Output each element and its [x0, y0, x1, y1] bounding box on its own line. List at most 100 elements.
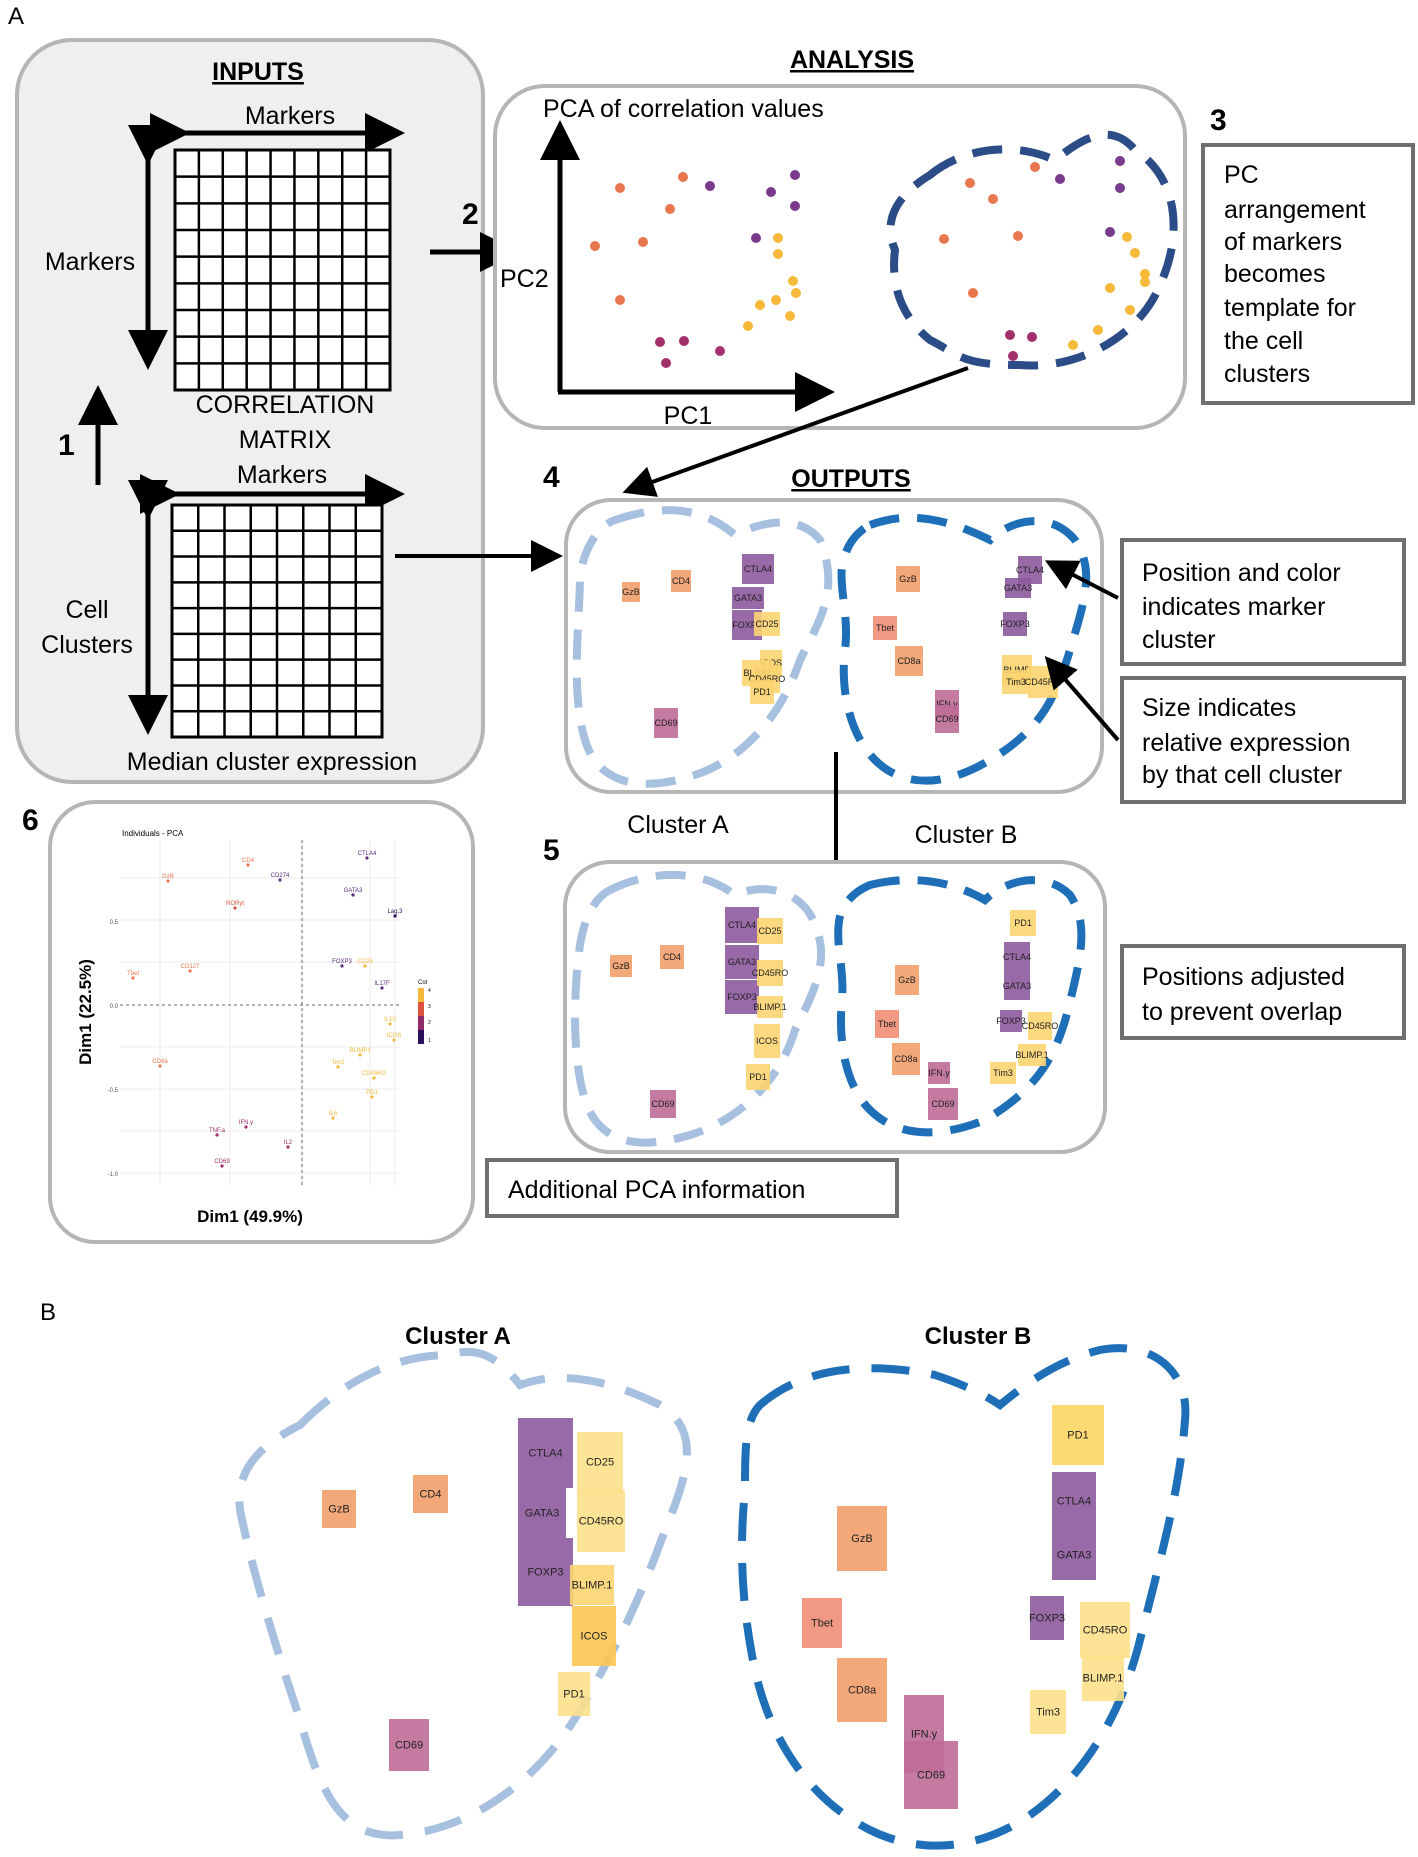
pca-plot-grid — [120, 840, 400, 1185]
step-6-number: 6 — [22, 804, 39, 837]
note-size-box — [1120, 676, 1406, 804]
correlation-matrix-grid — [173, 148, 392, 392]
outputs-cluster-a-outline — [572, 506, 833, 788]
marker-label: CTLA4 — [728, 920, 756, 930]
marker-box — [1052, 1530, 1096, 1580]
pca-plot-point-label: PD1 — [366, 1090, 378, 1096]
pca-plot-point-label: Tim3 — [331, 1060, 345, 1066]
pca-point — [665, 204, 675, 214]
outputs-panel: OUTPUTS GzBCD4CTLA4GATA3FOXP3CD25ICOSBLI… — [564, 465, 1104, 794]
pca-point — [788, 276, 798, 286]
marker-box — [558, 1672, 590, 1716]
pca-point — [771, 295, 781, 305]
pca-plot-point-label: IL17F — [374, 981, 390, 987]
marker-label: CD25 — [758, 926, 781, 936]
pca-plot-point — [166, 879, 170, 883]
marker-box — [904, 1741, 958, 1809]
pca-legend-title: Col — [418, 980, 427, 986]
marker-label: BLIMP.1 — [753, 1002, 786, 1012]
marker-label: CD4 — [663, 952, 681, 962]
marker-box — [892, 1043, 920, 1075]
note-size-line: by that cell cluster — [1142, 761, 1342, 789]
markers-top-label: Markers — [245, 102, 335, 130]
marker-box — [654, 708, 678, 738]
note-3-line: PC — [1224, 161, 1259, 189]
marker-label: CD69 — [395, 1740, 423, 1752]
note-3-line: becomes — [1224, 260, 1325, 288]
pca-plot-point — [233, 906, 237, 910]
pca-point — [1105, 283, 1115, 293]
pca-plot-point — [286, 1145, 290, 1149]
analysis-panel: ANALYSIS PCA of correlation values PC2 P… — [493, 46, 1187, 430]
pca-plot-point-label: ICOS — [387, 1033, 402, 1039]
pca-legend-gradient-mid1 — [418, 1002, 424, 1016]
pca-ytick: -1.0 — [108, 1172, 119, 1178]
marker-box — [990, 1062, 1016, 1084]
pca-point — [679, 336, 689, 346]
marker-label: Tim3 — [1006, 677, 1026, 687]
pca-point — [988, 194, 998, 204]
correlation-grid-frame — [173, 148, 392, 392]
marker-label: CD8a — [897, 656, 920, 666]
inputs-title: INPUTS — [212, 58, 304, 86]
pca-point — [1140, 269, 1150, 279]
pca-point — [1055, 174, 1065, 184]
marker-label: PD1 — [563, 1689, 584, 1701]
note-3-line: clusters — [1224, 360, 1310, 388]
marker-label: GATA3 — [728, 957, 756, 967]
pca-plot-point — [336, 1065, 340, 1069]
pca-plot-point-label: Lag.3 — [387, 909, 403, 915]
pca-plot-point — [131, 976, 135, 980]
pca-plot-point — [340, 964, 344, 968]
marker-label: CTLA4 — [1003, 952, 1031, 962]
pca-plot-point-label: IL2 — [284, 1140, 293, 1146]
marker-box — [802, 1598, 842, 1648]
pca-plot-panel: Individuals - PCA 0.5 0.0 -0.5 -1.0 GzBC… — [48, 800, 475, 1244]
marker-box — [1004, 942, 1030, 972]
analysis-title: ANALYSIS — [790, 46, 914, 74]
marker-box — [754, 612, 780, 636]
pca-point — [1140, 277, 1150, 287]
pca-plot-point — [365, 856, 369, 860]
pca-point — [1005, 330, 1015, 340]
marker-label: CD4 — [419, 1489, 441, 1501]
note-3-line: arrangement — [1224, 196, 1366, 224]
pca-plot-point — [158, 1064, 162, 1068]
marker-label: GATA3 — [1003, 981, 1031, 991]
marker-box — [928, 1088, 958, 1120]
pca-cluster-outline — [886, 130, 1178, 370]
note-position-arrow — [1044, 560, 1119, 600]
marker-label: CTLA4 — [1057, 1496, 1091, 1508]
pca-legend-tick: 3 — [428, 1004, 431, 1010]
pca-point — [1068, 340, 1078, 350]
step-2-number: 2 — [462, 198, 479, 231]
note-adjust-line: Positions adjusted — [1142, 963, 1345, 991]
marker-box — [837, 1506, 887, 1571]
marker-label: CD45RO — [749, 674, 786, 684]
pca-point — [638, 237, 648, 247]
pca-ytick: -0.5 — [108, 1088, 119, 1094]
outputs-cluster-b-outline — [837, 513, 1091, 785]
note-position-line: cluster — [1142, 626, 1216, 654]
note-pca-info-text: Additional PCA information — [508, 1176, 805, 1204]
cell-clusters-label-line1: Cell — [65, 596, 108, 624]
correlation-label-line1: CORRELATION — [196, 391, 375, 419]
marker-box — [757, 996, 783, 1018]
pca-legend-gradient-top — [418, 988, 424, 1002]
marker-label: GATA3 — [1057, 1550, 1091, 1562]
marker-label: GzB — [898, 975, 916, 985]
pca-point — [1013, 231, 1023, 241]
pca-plot-point — [393, 914, 397, 918]
marker-box — [725, 907, 759, 943]
adjusted-cluster-a-outline — [571, 870, 826, 1147]
marker-box — [757, 918, 783, 944]
pca-plot-point-label: RORyt — [226, 901, 244, 907]
pca-point — [751, 233, 761, 243]
pca-point — [1115, 156, 1125, 166]
marker-box — [1002, 670, 1030, 694]
marker-label: FOXP3 — [1029, 1613, 1065, 1625]
marker-box — [570, 1565, 614, 1605]
marker-box — [1052, 1405, 1104, 1465]
